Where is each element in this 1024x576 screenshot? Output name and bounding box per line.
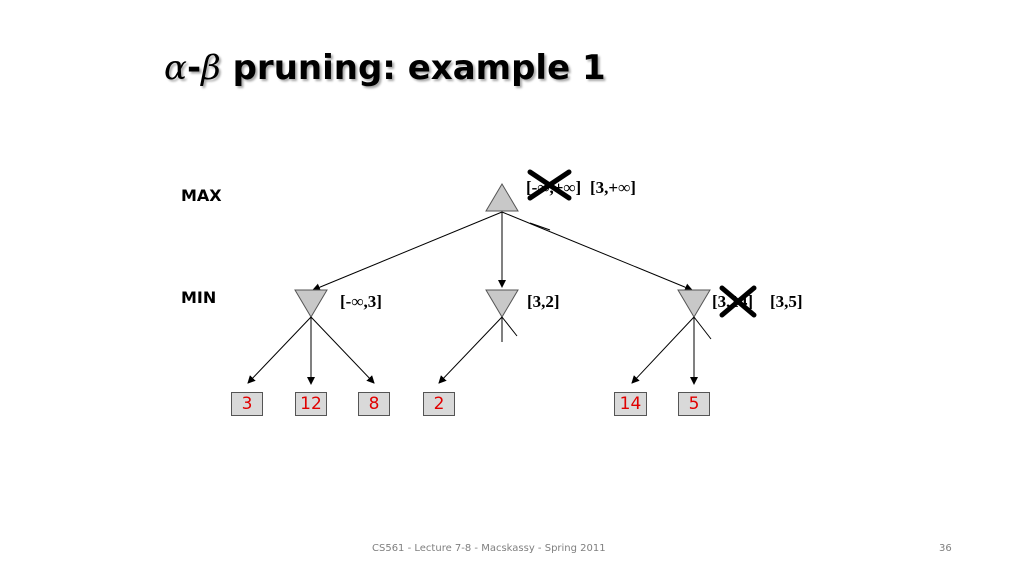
min1-bound: [-∞,3]	[340, 292, 382, 311]
page-number: 36	[939, 543, 952, 554]
leaf-node: 14	[614, 392, 647, 416]
edge-min2-leaf4	[438, 316, 503, 384]
leaf-node: 5	[678, 392, 710, 416]
pruned-stub-2	[501, 316, 518, 337]
edge-root-stub	[529, 222, 551, 231]
edge-min1-leaf3	[310, 316, 375, 384]
title-dash: -	[186, 48, 202, 88]
min3-bound: [3,5]	[770, 292, 803, 311]
max-level-label: MAX	[181, 186, 222, 205]
min-node-2	[485, 289, 519, 318]
root-bound: [3,+∞]	[590, 178, 636, 197]
cross-mark-root	[527, 169, 572, 201]
slide-title: α-β pruning: example 1	[164, 48, 606, 98]
min-level-label: MIN	[181, 288, 217, 307]
leaf-node: 3	[231, 392, 263, 416]
title-text: pruning: example 1	[220, 48, 606, 88]
leaf-node: 8	[358, 392, 390, 416]
edge-min1-leaf1	[247, 316, 312, 384]
min2-bound: [3,2]	[527, 292, 560, 311]
edge-min3-leaf5	[631, 316, 695, 384]
min-node-1	[294, 289, 328, 318]
alpha-symbol: α	[164, 48, 187, 88]
edge-root-min3	[501, 211, 693, 292]
cross-mark-min3	[719, 285, 757, 318]
min-node-3	[677, 289, 711, 318]
unexplored-stub	[693, 316, 712, 340]
beta-symbol: β	[201, 48, 221, 88]
leaf-node: 12	[295, 392, 327, 416]
max-root-node	[485, 183, 519, 212]
edge-root-min1	[312, 211, 503, 292]
footer-course: CS561 - Lecture 7-8 - Macskassy - Spring…	[372, 543, 606, 554]
leaf-node: 2	[423, 392, 455, 416]
